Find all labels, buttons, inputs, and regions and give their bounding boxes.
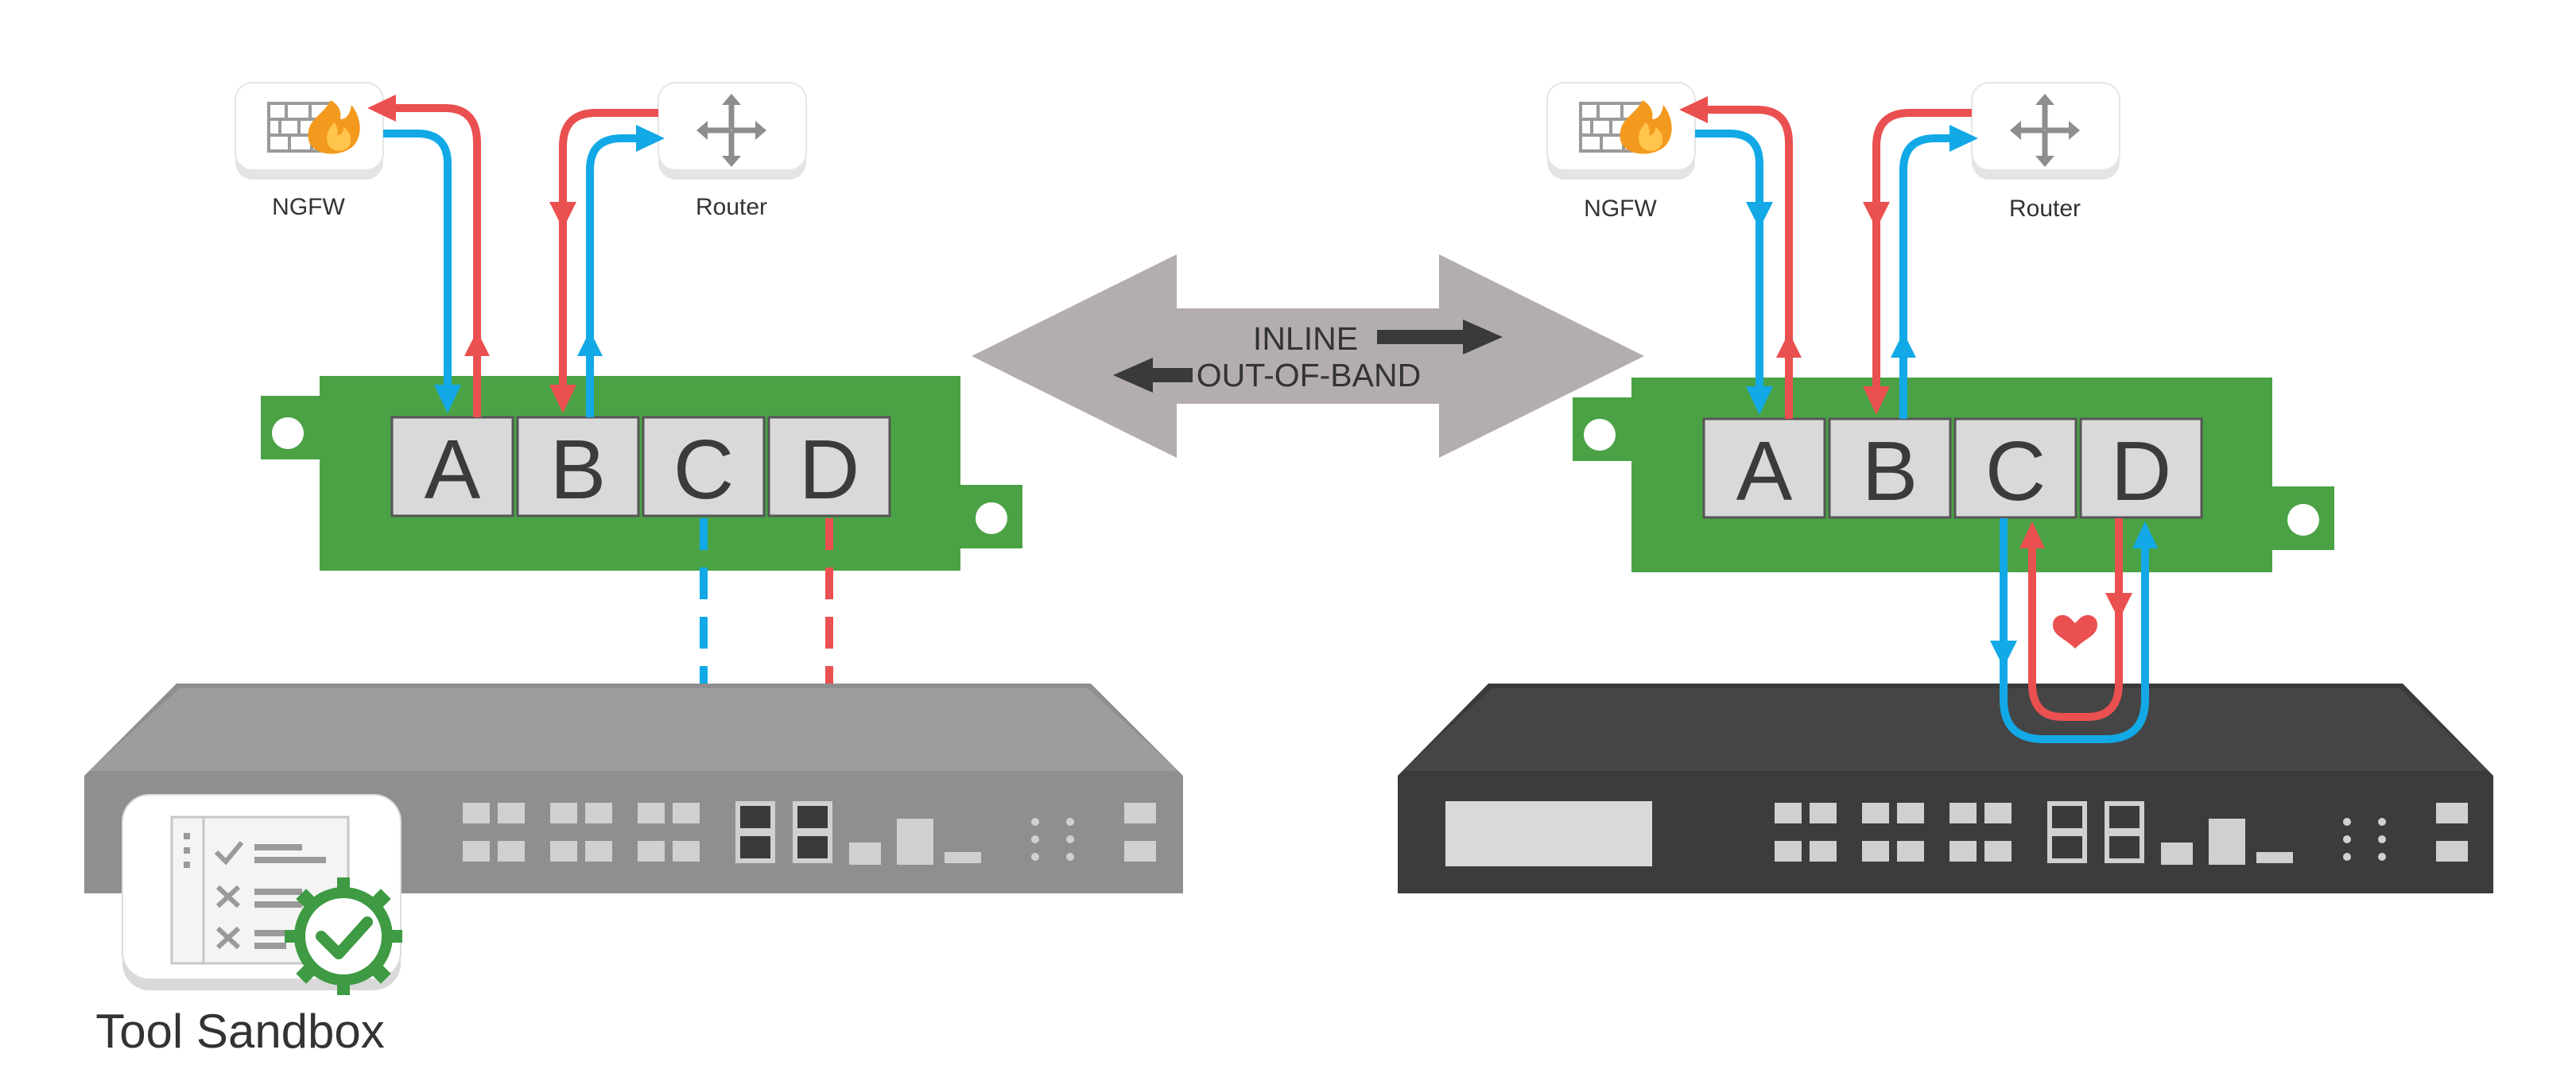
tool-sandbox-label: Tool Sandbox	[95, 1005, 385, 1058]
port-c-right: C	[1953, 417, 2077, 519]
svg-text:B: B	[1862, 424, 1918, 518]
left-arrow-icon	[1113, 358, 1153, 393]
ngfw-device-right	[1546, 82, 1696, 180]
svg-text:C: C	[673, 423, 735, 517]
oob-label: OUT-OF-BAND	[1197, 357, 1421, 393]
router-device-left	[658, 82, 807, 180]
mount-hole	[1584, 419, 1616, 451]
router-device-right	[1971, 82, 2120, 180]
svg-text:D: D	[799, 423, 860, 517]
router-icon	[696, 94, 766, 167]
svg-text:B: B	[550, 423, 607, 517]
right-setup: NGFW Router	[1398, 82, 2493, 893]
check-badge-icon	[285, 877, 402, 995]
svg-text:D: D	[2111, 424, 2172, 518]
port-b-right: B	[1828, 417, 1952, 519]
firewall-icon	[1579, 100, 1672, 154]
bypass-board-left: A B C D	[261, 376, 1022, 571]
traffic-arrows-right	[1679, 96, 1978, 419]
router-icon	[2010, 94, 2080, 167]
svg-text:A: A	[425, 423, 481, 517]
mode-switch-arrow: INLINE OUT-OF-BAND	[972, 254, 1644, 458]
ngfw-device-left	[235, 82, 384, 180]
tool-sandbox-icon	[122, 794, 402, 995]
oob-label-group: OUT-OF-BAND	[1113, 357, 1421, 393]
heartbeat-heart-icon	[2053, 614, 2097, 649]
mount-hole	[976, 502, 1007, 534]
display-panel	[1445, 801, 1652, 866]
led-dots-right	[2343, 818, 2386, 861]
sfp-ports-right	[2047, 801, 2144, 863]
traffic-arrows-left	[367, 95, 665, 417]
svg-text:A: A	[1736, 424, 1793, 518]
port-a-left: A	[390, 416, 514, 517]
mount-hole	[2287, 504, 2319, 536]
left-setup: NGFW Router	[84, 82, 1183, 1058]
bypass-board-right: A B C D	[1573, 378, 2334, 572]
port-c-left: C	[642, 416, 766, 517]
ngfw-label-left: NGFW	[272, 194, 345, 220]
right-arrow-icon	[1463, 320, 1503, 354]
firewall-icon	[267, 100, 360, 154]
port-b-left: B	[516, 416, 640, 517]
mount-hole	[272, 417, 304, 449]
appliance-ports-right	[1775, 803, 2012, 862]
tool-appliance-right	[1398, 684, 2493, 893]
led-dots-left	[1031, 818, 1074, 861]
svg-text:C: C	[1985, 424, 2046, 518]
inline-label-group: INLINE	[1253, 320, 1503, 357]
router-label-left: Router	[696, 194, 767, 220]
ngfw-label-right: NGFW	[1584, 196, 1657, 222]
appliance-ports-left	[463, 803, 700, 862]
port-d-right: D	[2079, 417, 2203, 519]
inline-label: INLINE	[1253, 320, 1358, 357]
router-label-right: Router	[2009, 196, 2081, 222]
sfp-ports-left	[735, 801, 832, 863]
port-d-left: D	[767, 416, 891, 517]
inline-loop-arrows	[1990, 518, 2158, 743]
port-a-right: A	[1702, 417, 1826, 519]
